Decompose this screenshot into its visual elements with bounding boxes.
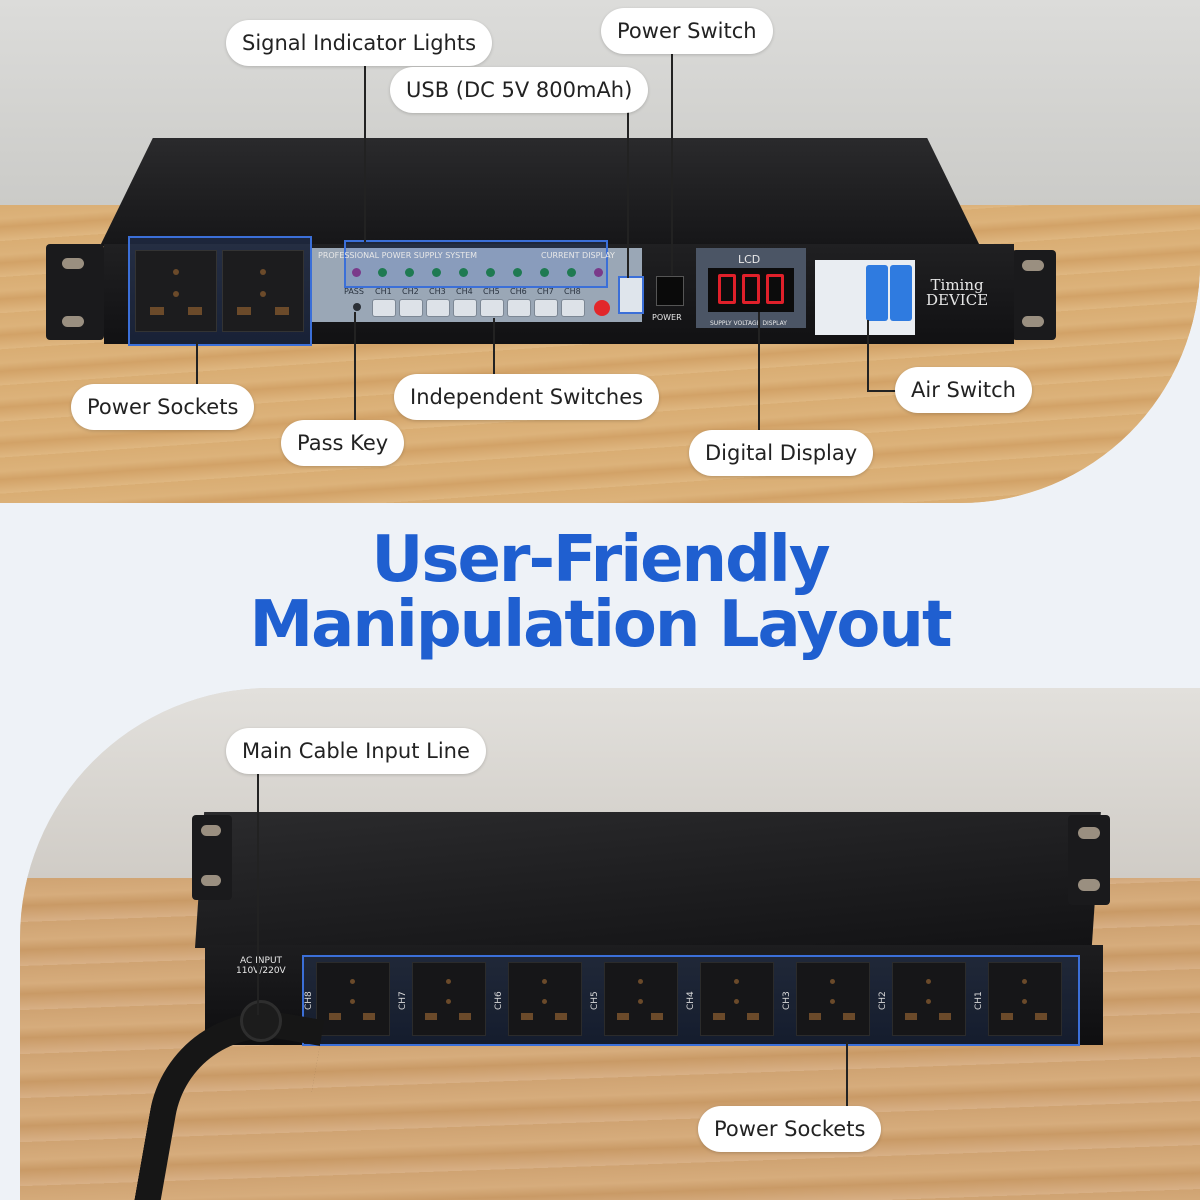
label-power-sockets-rear: Power Sockets [698,1106,882,1152]
device-top-cover [100,138,980,246]
pass-key-button [353,303,361,311]
timing-text-line2: DEVICE [926,291,989,309]
channel-label-ch3: CH3 [429,287,446,296]
channel-switch-button [480,299,504,317]
indicator-led [459,268,468,277]
channel-label-ch6: CH6 [510,287,527,296]
air-switch-lever-right [890,265,912,321]
air-switch-lever-left [866,265,888,321]
ac-input-text-1: AC INPUT [240,956,283,966]
rear-socket-ch1 [988,962,1062,1036]
timing-text-line1: Timing [930,276,984,294]
switch-panel-plate [312,248,642,322]
enable-button [594,300,610,316]
label-power-switch: Power Switch [601,8,773,54]
lcd-voltage-display [708,268,794,312]
rear-channel-label-ch5: CH5 [590,991,600,1010]
rack-ear-rear-left [192,815,232,900]
rack-ear-left [46,244,104,340]
label-main-cable-input-line: Main Cable Input Line [226,728,486,774]
label-power-sockets-front: Power Sockets [71,384,255,430]
leader-power-switch [671,50,673,275]
channel-switch-button [453,299,477,317]
rear-channel-label-ch1: CH1 [974,991,984,1010]
channel-label-ch5: CH5 [483,287,500,296]
leader-independent-switches [493,318,495,378]
rear-socket-ch4 [700,962,774,1036]
label-digital-display: Digital Display [689,430,874,476]
indicator-led [352,268,361,277]
indicator-led [540,268,549,277]
channel-switch-button [534,299,558,317]
rear-socket-ch5 [604,962,678,1036]
leader-usb [627,110,629,278]
ac-input-text-2: 110V/220V [236,966,286,976]
rear-socket-ch8 [316,962,390,1036]
panel-title-text: PROFESSIONAL POWER SUPPLY SYSTEM [318,251,478,260]
indicator-led [378,268,387,277]
leader-rear-power-sockets [846,1042,848,1110]
rear-socket-ch6 [508,962,582,1036]
leader-power-sockets [196,342,198,390]
label-air-switch: Air Switch [895,367,1032,413]
indicator-lights-highlight [344,240,608,288]
leader-air-switch-v [867,320,869,390]
channel-label-ch8: CH8 [564,287,581,296]
channel-switch-button [426,299,450,317]
channel-label-ch4: CH4 [456,287,473,296]
leader-signal-lights [364,62,366,242]
heading-line-1: User-Friendly [371,523,830,597]
label-independent-switches: Independent Switches [394,374,660,420]
rear-socket-ch3 [796,962,870,1036]
power-text: POWER [652,313,682,322]
indicator-led [594,268,603,277]
channel-label-ch1: CH1 [375,287,392,296]
power-switch-rocker [656,276,684,306]
rear-socket-ch2 [892,962,966,1036]
timing-device-logo: Timing DEVICE [926,278,988,308]
rear-channel-label-ch6: CH6 [494,991,504,1010]
usb-port-highlight [618,276,644,314]
leader-main-cable [257,770,259,1015]
indicator-led [486,268,495,277]
channel-label-ch2: CH2 [402,287,419,296]
channel-switch-button [507,299,531,317]
indicator-led [567,268,576,277]
rear-channel-label-ch3: CH3 [782,991,792,1010]
label-signal-indicator-lights: Signal Indicator Lights [226,20,493,66]
front-socket-2 [222,250,304,332]
channel-switch-button [399,299,423,317]
label-usb: USB (DC 5V 800mAh) [390,67,649,113]
rear-channel-label-ch8: CH8 [304,991,314,1010]
front-socket-1 [135,250,217,332]
pass-text: PASS [344,287,364,296]
indicator-led [432,268,441,277]
leader-air-switch-h [867,390,897,392]
channel-switch-button [372,299,396,317]
leader-digital-display [758,312,760,434]
device-rear-top-cover [195,812,1101,948]
rear-socket-ch7 [412,962,486,1036]
lcd-caption: SUPPLY VOLTAGE DISPLAY [710,320,787,327]
rack-ear-rear-right [1068,815,1110,905]
cable-strain-relief [240,1000,282,1042]
label-pass-key: Pass Key [281,420,405,466]
indicator-led [513,268,522,277]
rear-channel-label-ch4: CH4 [686,991,696,1010]
rack-ear-right [1012,250,1056,340]
channel-switch-button [561,299,585,317]
leader-pass-key [354,312,356,424]
heading-line-2: Manipulation Layout [249,588,952,662]
rear-channel-label-ch2: CH2 [878,991,888,1010]
indicator-led [405,268,414,277]
current-display-text: CURRENT DISPLAY [541,251,615,260]
rear-channel-label-ch7: CH7 [398,991,408,1010]
lcd-title: LCD [738,253,761,266]
channel-label-ch7: CH7 [537,287,554,296]
